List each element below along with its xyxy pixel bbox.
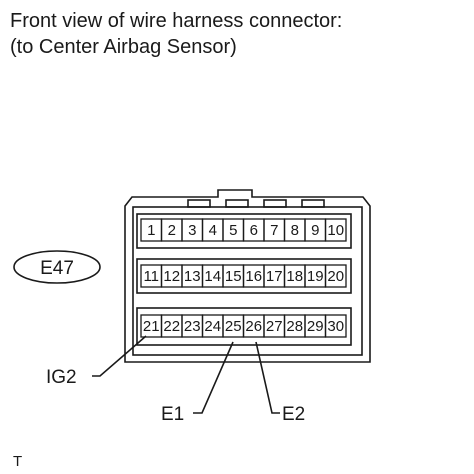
- pin-number: 6: [250, 222, 258, 239]
- pin-number: 23: [184, 318, 201, 335]
- pin-number: 5: [229, 222, 237, 239]
- pin-number: 29: [307, 318, 324, 335]
- pin-row-frame: [136, 213, 352, 249]
- pin-number: 18: [286, 268, 303, 285]
- pin-cavity: [324, 264, 347, 288]
- pin-number: 28: [286, 318, 303, 335]
- pin-number: 8: [291, 222, 299, 239]
- pin-number: 10: [327, 222, 344, 239]
- pin-number: 24: [204, 318, 221, 335]
- title-line-1: Front view of wire harness connector:: [10, 10, 343, 32]
- pin-number: 25: [225, 318, 242, 335]
- pin-number: 11: [143, 268, 159, 285]
- pin-number: 3: [188, 222, 196, 239]
- lock-tab: [301, 199, 325, 208]
- callout-e2-label: E2: [282, 404, 305, 425]
- pin-number: 20: [327, 268, 344, 285]
- pin-number: 19: [307, 268, 324, 285]
- pin-row-frame: [136, 258, 352, 294]
- footer-mark: T: [13, 453, 22, 470]
- pin-number: 30: [327, 318, 344, 335]
- callout-e2-leader: [255, 341, 280, 414]
- title-line-2: (to Center Airbag Sensor): [10, 36, 237, 58]
- lock-tab: [263, 199, 287, 208]
- pin-number: 7: [270, 222, 278, 239]
- pin-number: 2: [168, 222, 176, 239]
- pin-cavity: [324, 218, 347, 242]
- pin-number: 16: [245, 268, 262, 285]
- pin-number: 17: [266, 268, 283, 285]
- pin-number: 21: [143, 318, 160, 335]
- callout-e1-leader: [193, 341, 234, 414]
- pin-number: 4: [209, 222, 217, 239]
- callout-e1-label: E1: [161, 404, 184, 425]
- pin-number: 14: [204, 268, 221, 285]
- pin-number: 15: [225, 268, 242, 285]
- lock-tab: [225, 199, 249, 208]
- pin-number: 26: [245, 318, 262, 335]
- callout-ig2-label: IG2: [46, 367, 77, 388]
- pin-row-frame: [136, 307, 352, 346]
- pin-number: 9: [311, 222, 319, 239]
- callout-ig2-leader: [92, 335, 147, 377]
- diagram-title: Front view of wire harness connector: (t…: [10, 8, 342, 60]
- pin-number: 22: [163, 318, 180, 335]
- pin-number: 12: [163, 268, 180, 285]
- connector-id-label: E47: [40, 258, 74, 279]
- lock-tab: [187, 199, 211, 208]
- pin-number: 27: [266, 318, 283, 335]
- pin-number: 1: [147, 222, 155, 239]
- pin-number: 13: [184, 268, 201, 285]
- pin-cavity: [324, 314, 347, 338]
- connector-id-badge: [13, 250, 101, 284]
- connector-housing: [124, 189, 371, 363]
